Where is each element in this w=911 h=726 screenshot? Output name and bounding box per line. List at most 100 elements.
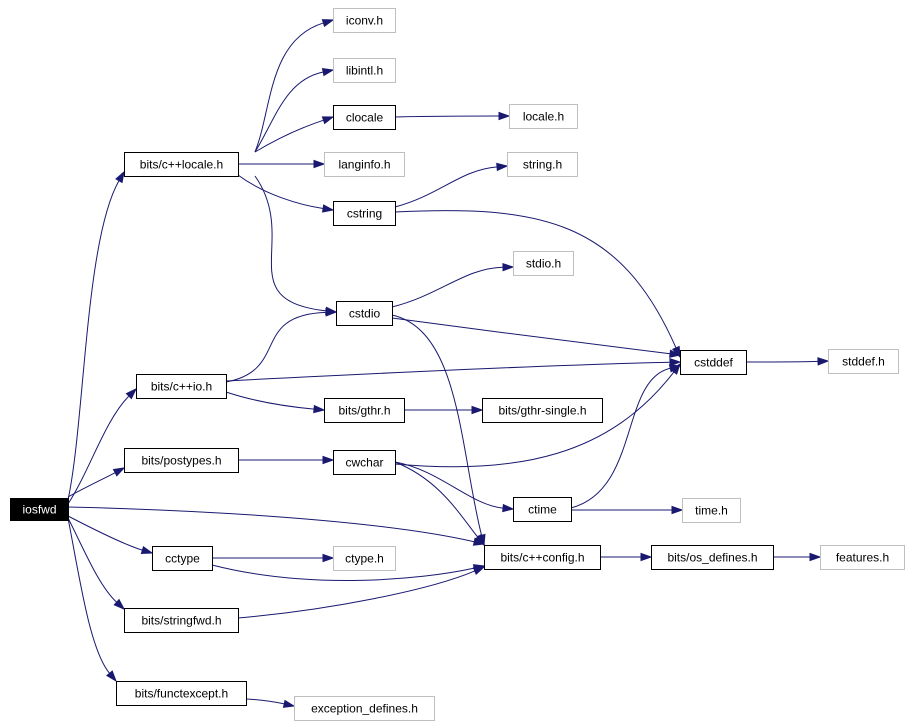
node-langinfo: langinfo.h	[324, 152, 405, 177]
node-gthrsingle[interactable]: bits/gthr-single.h	[482, 398, 603, 423]
edge-line	[67, 517, 110, 674]
edges-layer	[67, 19, 830, 708]
node-cwchar[interactable]: cwchar	[333, 450, 396, 475]
edge-iosfwd-to-cctype	[67, 515, 154, 555]
node-functexcept[interactable]: bits/functexcept.h	[116, 681, 247, 706]
node-cxxio[interactable]: bits/c++io.h	[136, 374, 227, 399]
node-box	[124, 448, 239, 473]
edge-cxxlocale-to-clocale	[254, 116, 335, 153]
arrowhead-icon	[106, 670, 117, 683]
edge-line	[211, 564, 475, 581]
node-cxxlocale[interactable]: bits/c++locale.h	[124, 152, 239, 177]
node-localeh: locale.h	[509, 104, 578, 129]
node-label: iosfwd	[22, 503, 56, 517]
edge-cxxconfig-to-osdefines	[599, 552, 653, 562]
edge-line	[745, 360, 819, 363]
edge-cwchar-to-cxxconfig	[394, 461, 485, 547]
node-osdefines[interactable]: bits/os_defines.h	[651, 545, 774, 570]
arrowhead-icon	[817, 357, 830, 366]
arrowhead-icon	[640, 552, 653, 562]
node-box	[333, 546, 396, 571]
node-box	[507, 152, 578, 177]
arrowhead-icon	[125, 387, 138, 400]
node-cstring[interactable]: cstring	[333, 201, 396, 226]
node-stddefh: stddef.h	[828, 349, 899, 374]
node-label: exception_defines.h	[311, 702, 418, 716]
node-label: ctype.h	[345, 552, 384, 566]
edge-cxxlocale-to-langinfo	[238, 159, 326, 169]
edge-ctime-to-timeh	[571, 505, 684, 515]
edge-line	[394, 210, 677, 349]
arrowhead-icon	[321, 116, 335, 125]
edge-iosfwd-to-cxxio	[67, 387, 138, 505]
node-postypes[interactable]: bits/postypes.h	[124, 448, 239, 473]
edge-line	[394, 461, 479, 538]
node-label: bits/stringfwd.h	[141, 614, 221, 628]
node-box	[10, 498, 69, 521]
node-cstddef[interactable]: cstddef	[680, 350, 747, 375]
edge-cctype-to-ctypeh	[212, 553, 335, 563]
node-box	[333, 201, 396, 226]
node-cstdio[interactable]: cstdio	[336, 301, 393, 326]
edge-cxxio-to-cstdio	[225, 308, 338, 383]
arrowhead-icon	[282, 699, 296, 708]
node-box	[513, 497, 572, 522]
edge-line	[237, 570, 475, 619]
edge-line	[394, 461, 504, 509]
arrowhead-icon	[669, 349, 682, 358]
edge-stringfwd-to-cxxconfig	[237, 566, 486, 619]
node-excdef: exception_defines.h	[294, 696, 435, 721]
edge-line	[67, 472, 116, 498]
edge-line	[254, 175, 327, 312]
edge-line	[225, 361, 671, 382]
node-box	[680, 350, 747, 375]
edge-line	[67, 506, 475, 543]
edge-line	[394, 115, 500, 118]
edge-cxxio-to-gthr	[225, 391, 326, 414]
edge-cwchar-to-ctime	[394, 461, 515, 513]
node-stringfwd[interactable]: bits/stringfwd.h	[124, 608, 239, 633]
arrowhead-icon	[502, 263, 515, 272]
node-label: cstddef	[694, 356, 733, 370]
node-stringh: string.h	[507, 152, 578, 177]
edge-postypes-to-cwchar	[237, 455, 335, 465]
arrowhead-icon	[313, 404, 326, 414]
arrowhead-icon	[671, 505, 684, 515]
arrowhead-icon	[502, 503, 515, 513]
arrowhead-icon	[809, 552, 822, 562]
edge-cstring-to-cstddef	[394, 210, 681, 359]
node-label: stddef.h	[842, 355, 885, 369]
node-box	[509, 104, 578, 129]
node-cctype[interactable]: cctype	[152, 546, 213, 571]
edge-line	[67, 515, 143, 551]
node-label: bits/c++locale.h	[140, 158, 223, 172]
node-box	[333, 450, 396, 475]
edge-line	[254, 22, 324, 153]
node-label: bits/os_defines.h	[667, 551, 757, 565]
node-box	[333, 8, 396, 33]
node-ctime[interactable]: ctime	[513, 497, 572, 522]
arrowhead-icon	[113, 598, 126, 611]
edge-line	[237, 174, 324, 209]
edge-line	[225, 391, 315, 410]
node-stdioh: stdio.h	[513, 251, 574, 276]
node-iosfwd[interactable]: iosfwd	[10, 498, 69, 521]
edge-cstdio-to-cstddef	[391, 317, 682, 358]
arrowhead-icon	[472, 566, 486, 575]
node-clocale[interactable]: clocale	[333, 105, 396, 130]
node-box	[324, 398, 405, 423]
edge-cxxio-to-cstddef	[225, 358, 682, 382]
edge-line	[394, 166, 498, 208]
edge-cstring-to-stringh	[394, 162, 509, 208]
arrowhead-icon	[115, 170, 125, 184]
edge-line	[225, 311, 327, 383]
node-gthr[interactable]: bits/gthr.h	[324, 398, 405, 423]
node-label: bits/gthr-single.h	[498, 404, 586, 418]
arrowhead-icon	[471, 405, 484, 415]
node-label: bits/c++io.h	[151, 380, 212, 394]
edge-line	[67, 180, 120, 501]
node-cxxconfig[interactable]: bits/c++config.h	[484, 545, 601, 570]
node-label: clocale	[346, 111, 384, 125]
node-box	[482, 398, 603, 423]
